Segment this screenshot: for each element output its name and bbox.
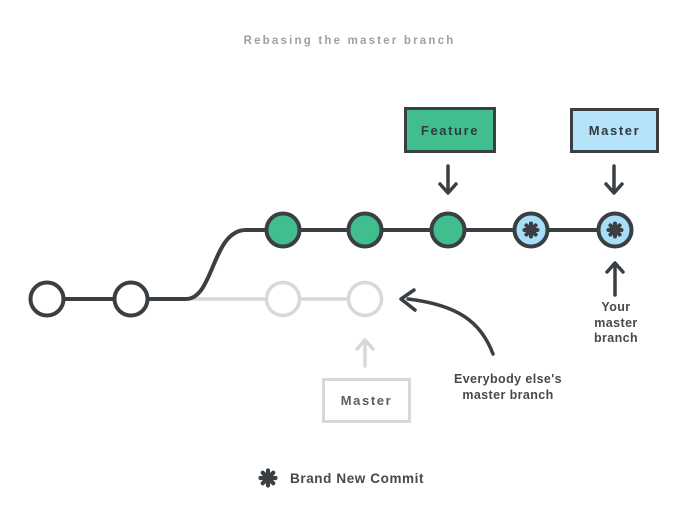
old-master-label-box: Master <box>322 378 411 423</box>
feature-label: Feature <box>420 122 480 138</box>
master-label-box: Master <box>570 108 659 153</box>
your-master-arrow <box>605 261 625 297</box>
everybody-else-arrow <box>399 288 495 356</box>
feature-commit-node <box>264 211 302 249</box>
master-pointer-arrow <box>604 164 624 195</box>
brand-new-commit-nodes <box>512 211 634 249</box>
old-master-arrow <box>355 338 375 368</box>
feature-pointer-arrow <box>438 164 458 195</box>
brand-new-commit-icon <box>522 221 540 239</box>
brand-new-commit-icon <box>606 221 624 239</box>
feature-commit-node <box>346 211 384 249</box>
commit-node <box>112 280 150 318</box>
original-commit-nodes <box>28 280 150 318</box>
legend-label: Brand New Commit <box>290 470 425 486</box>
legend: Brand New Commit <box>258 468 424 488</box>
master-label: Master <box>588 123 641 138</box>
old-master-label: Master <box>340 393 393 408</box>
feature-label-box: Feature <box>404 107 496 153</box>
old-master-commit-nodes <box>264 280 384 318</box>
brand-new-commit-legend-icon <box>258 468 278 488</box>
old-commit-node <box>346 280 384 318</box>
diagram-title: Rebasing the master branch <box>243 35 456 47</box>
old-commit-node <box>264 280 302 318</box>
feature-commit-node <box>429 211 467 249</box>
everybody-else-annotation: Everybody else's master branch <box>453 372 563 402</box>
feature-commit-nodes <box>264 211 467 249</box>
your-master-branch-annotation: Your master branch <box>593 300 639 345</box>
main-branch-line <box>45 228 617 301</box>
commit-node <box>28 280 66 318</box>
